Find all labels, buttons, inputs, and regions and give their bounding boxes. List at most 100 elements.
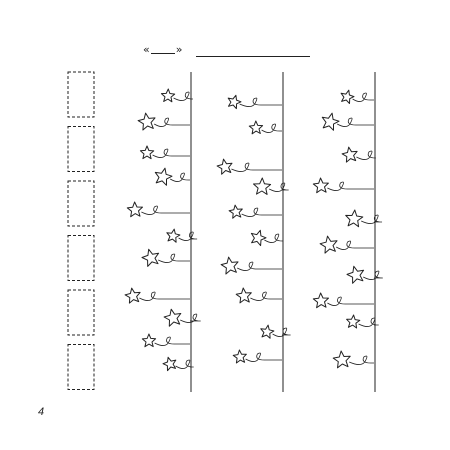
star-trail [327,181,374,191]
shooting-star [345,209,383,228]
shooting-star [260,324,291,339]
star-icon [137,112,156,131]
star-icon [260,324,275,339]
shooting-star [228,204,282,219]
star-trail [239,97,282,107]
star-trail [349,355,374,365]
star-trail [153,117,190,127]
star-icon [321,112,340,131]
star-trail [358,317,379,327]
star-trail [250,291,282,301]
star-trail [141,205,190,215]
star-icon [235,287,252,304]
answer-box[interactable] [67,344,95,390]
star-icon [340,89,355,104]
shooting-star [321,112,374,131]
star-icon [332,350,351,369]
star-trail [335,240,374,250]
star-icon [141,248,160,267]
shooting-star [341,146,376,163]
star-trail [356,150,376,160]
shooting-star [232,349,282,364]
shooting-star [319,235,374,254]
shooting-star [166,228,198,243]
star-trail [178,231,198,241]
star-icon [139,145,155,160]
star-trail [352,92,374,102]
star-icon [228,204,243,219]
shooting-star [220,256,282,275]
star-icon [250,229,267,247]
star-trail [169,172,190,182]
star-trail [175,359,194,369]
shooting-star [162,356,194,372]
date-blank[interactable] [150,53,175,54]
date-header: «» [143,42,182,58]
star-trail [237,261,282,271]
star-trail [327,296,374,306]
shooting-star [163,308,201,327]
shooting-star [139,145,190,160]
star-icon [126,201,143,218]
star-trail [361,214,383,224]
star-icon [345,209,364,228]
star-icon [154,167,173,186]
star-icon [162,356,177,372]
star-icon [160,88,176,103]
shooting-star [340,89,374,104]
page-number: 4 [38,406,45,418]
shooting-stars [124,88,383,372]
shooting-star [346,314,379,329]
open-quote: « [143,43,150,56]
star-trail [245,352,282,362]
star-trail [152,148,190,158]
answer-box[interactable] [67,180,95,227]
shooting-star [227,94,282,110]
answer-box[interactable] [67,126,95,172]
name-line[interactable] [196,56,310,57]
star-trail [173,91,193,101]
star-icon [163,308,182,327]
star-trail [261,123,282,133]
star-icon [319,235,338,254]
star-icon [220,256,239,275]
star-icon [227,94,242,110]
shooting-star [312,177,374,194]
star-icon [346,314,361,329]
star-icon [346,265,365,284]
answer-box[interactable] [67,71,95,118]
star-icon [166,228,181,243]
star-icon [253,177,272,195]
star-trail [139,291,190,301]
shooting-star [253,177,289,195]
star-icon [341,146,358,163]
shooting-star [160,88,193,103]
shooting-star [248,120,282,135]
shooting-star [124,287,190,304]
shooting-star [235,287,282,304]
shooting-star [141,248,190,267]
star-icon [312,292,329,309]
answer-box[interactable] [67,235,95,281]
star-trail [180,313,201,323]
column-lines [190,72,376,392]
shooting-star [216,158,282,175]
star-trail [272,327,291,337]
star-icon [124,287,141,304]
star-icon [232,349,247,364]
shooting-star [126,201,190,218]
answer-box[interactable] [67,289,95,336]
star-icon [141,333,157,348]
shooting-star [250,229,283,247]
star-trail [154,336,190,346]
star-icon [216,158,233,175]
star-trail [363,270,383,280]
close-quote: » [175,43,183,56]
star-icon [248,120,264,135]
answer-boxes [67,71,95,390]
shooting-star [346,265,383,284]
star-trail [231,162,282,172]
shooting-star [154,167,190,186]
star-trail [158,253,190,263]
